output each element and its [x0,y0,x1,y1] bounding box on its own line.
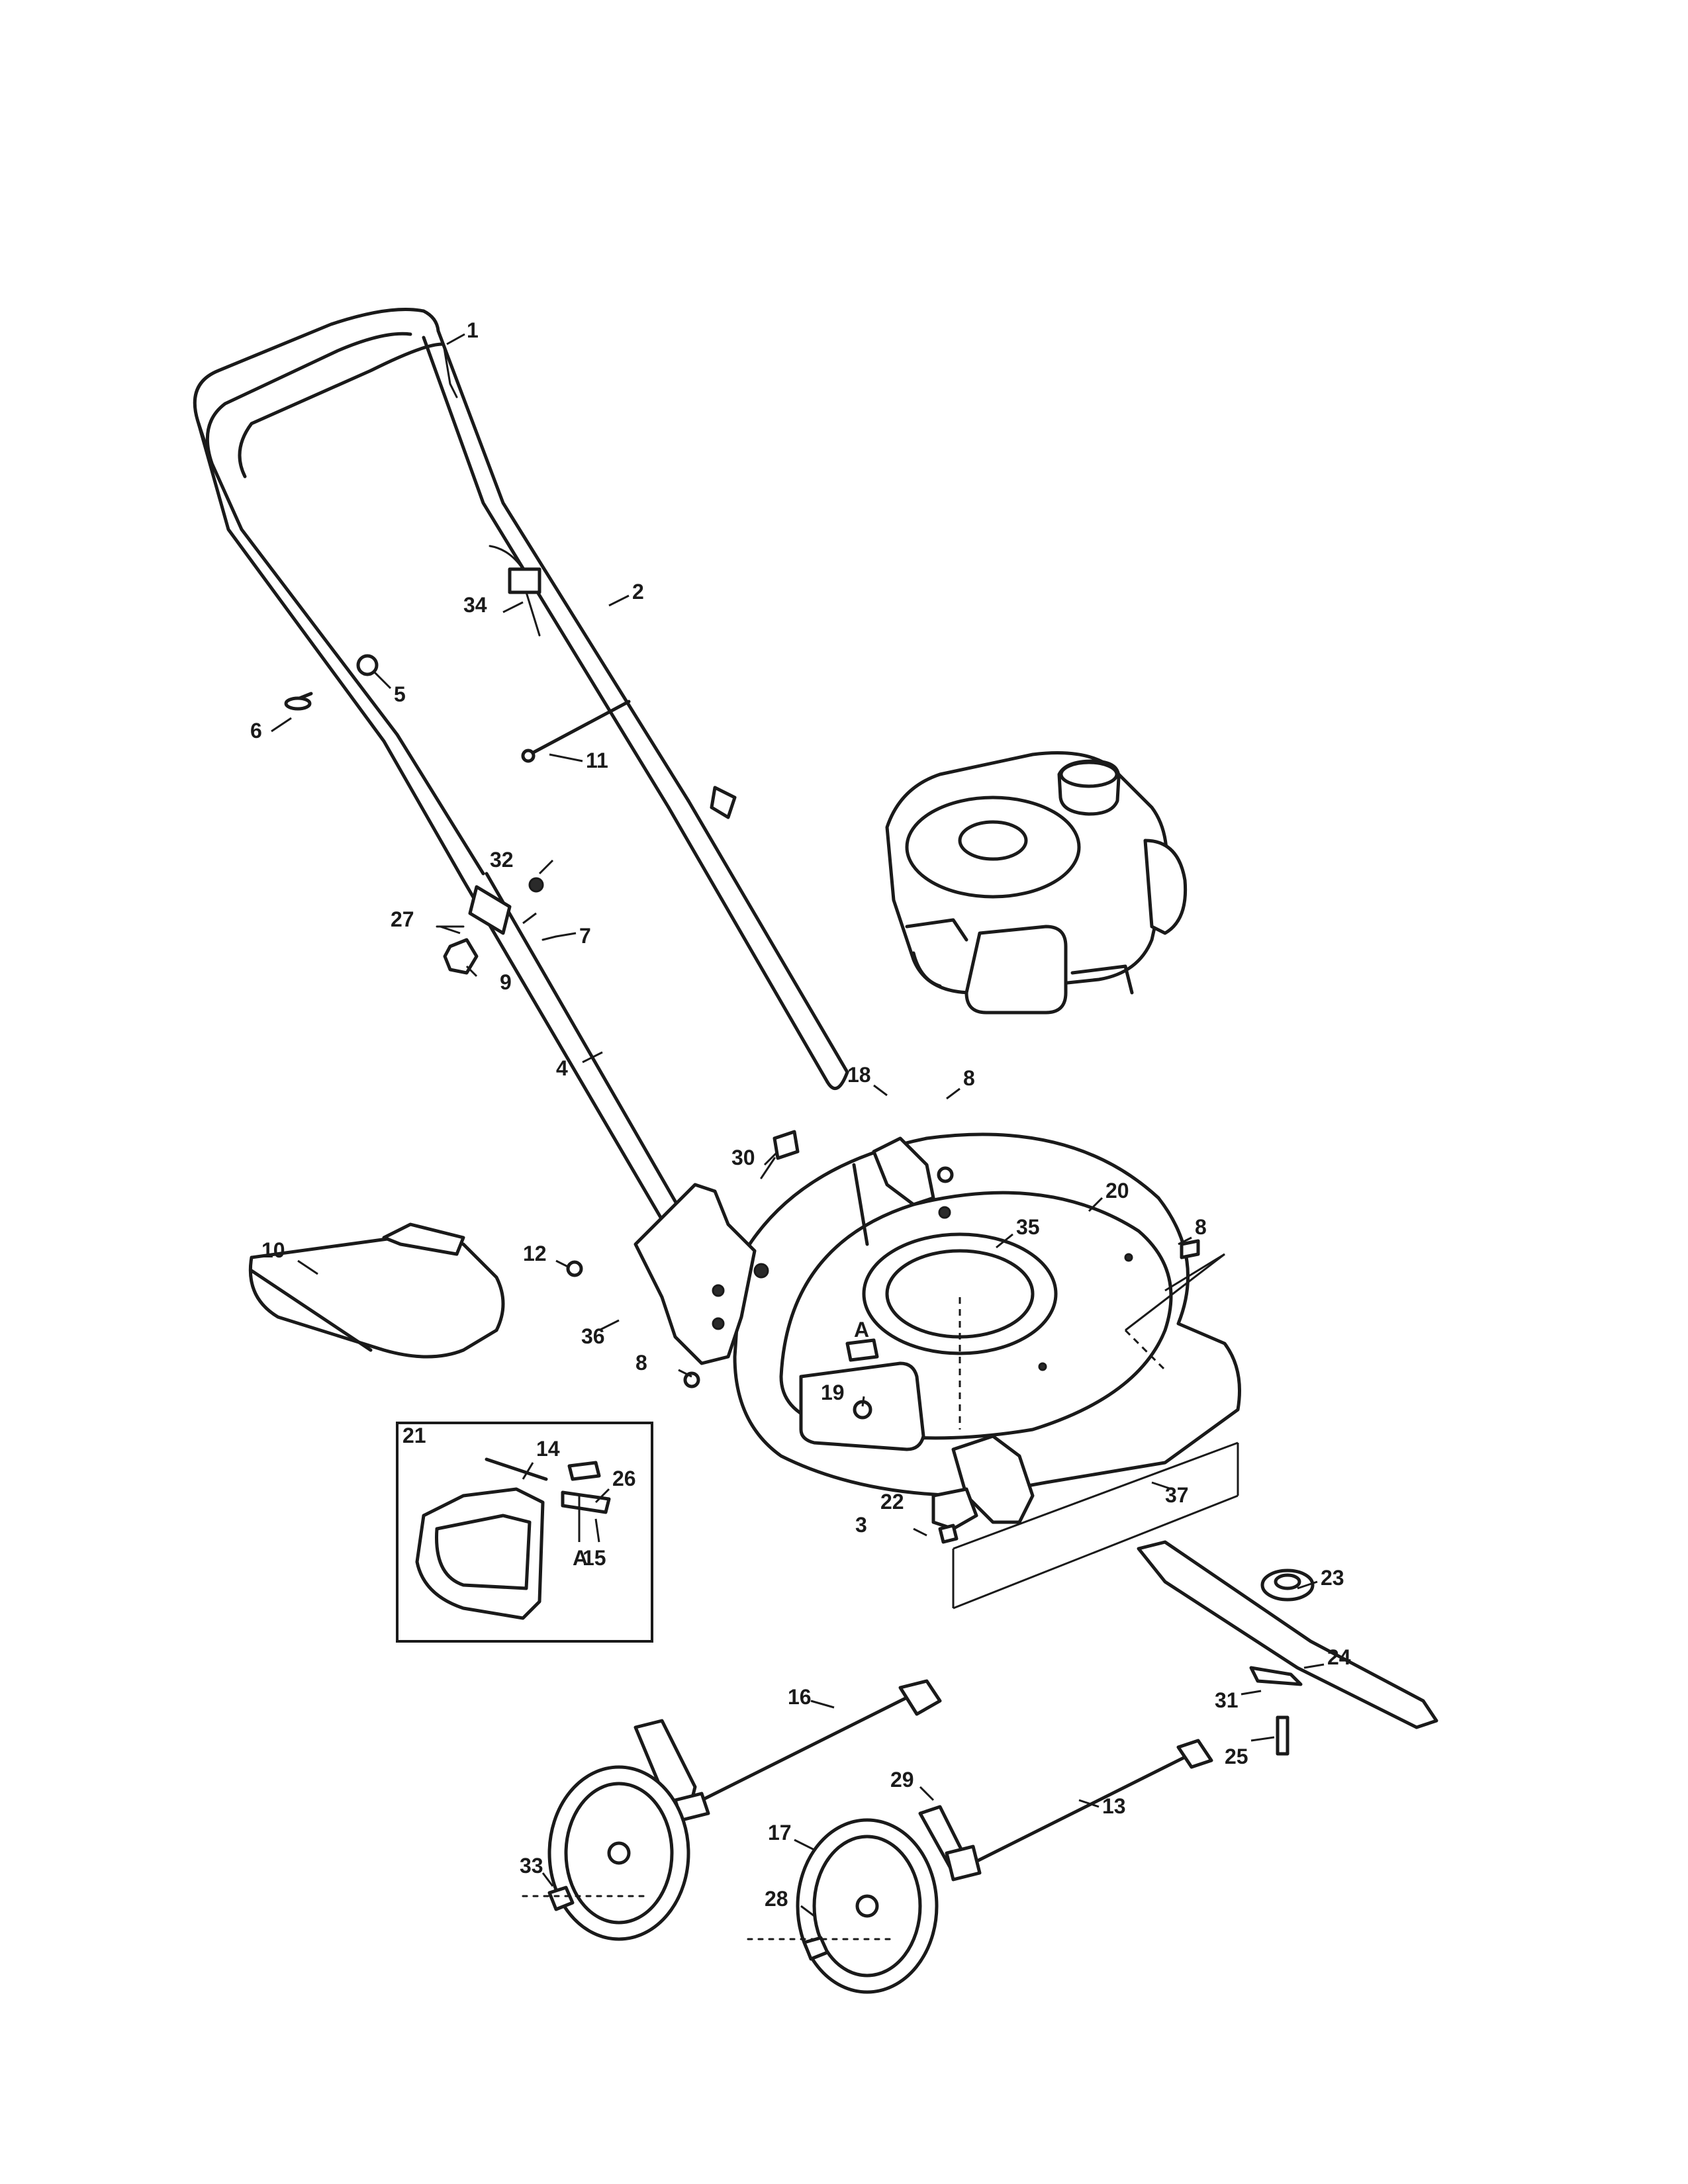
discharge-chute [248,1222,505,1359]
callout-33: 33 [520,1854,543,1878]
callout-29: 29 [890,1768,914,1792]
inset-mulch-plug [396,1422,653,1643]
callout-18: 18 [847,1063,871,1087]
callout-16: 16 [788,1685,812,1709]
callout-3: 3 [855,1513,867,1537]
callout-15: 15 [583,1546,606,1570]
callout-26: 26 [612,1467,636,1490]
blade-assembly [1137,1540,1438,1756]
callout-31: 31 [1215,1688,1239,1712]
handle-hardware [284,545,737,975]
callout-23: 23 [1321,1566,1344,1590]
leader-lines [271,333,1325,1917]
callout-8a: 8 [963,1066,975,1090]
callout-17: 17 [768,1821,792,1844]
callout-7: 7 [579,924,591,948]
callout-5: 5 [394,682,406,706]
callout-14: 14 [536,1437,560,1461]
callout-28: 28 [765,1887,788,1911]
callout-10: 10 [261,1238,285,1262]
callout-A-deck: A [854,1318,869,1342]
rear-wheel [522,1765,690,1941]
front-axle [918,1739,1213,1882]
callout-34: 34 [463,593,487,617]
callout-6: 6 [250,719,262,743]
callout-2: 2 [632,580,644,604]
mower-deck [633,1132,1241,1531]
rear-axle [633,1679,942,1822]
callout-35: 35 [1016,1215,1040,1239]
callout-4: 4 [556,1056,568,1080]
callout-22: 22 [880,1490,904,1514]
callout-24: 24 [1327,1645,1351,1669]
callout-8c: 8 [635,1351,647,1375]
upper-handle [193,308,690,882]
callout-A-inset: A [573,1546,588,1570]
callout-37: 37 [1165,1483,1189,1507]
lower-handle [461,799,849,1238]
engine [885,751,1188,1015]
front-wheel [747,1818,939,1994]
callout-19: 19 [821,1381,845,1404]
reference-lines [952,1253,1239,1610]
callout-27: 27 [391,907,414,931]
callout-12: 12 [523,1242,547,1265]
callout-32: 32 [490,848,514,872]
callout-9: 9 [500,970,512,994]
callout-8b: 8 [1195,1215,1207,1239]
callout-13: 13 [1102,1794,1126,1818]
callout-labels: 1 2 3 4 5 6 7 8 8 8 9 10 11 12 13 14 15 … [250,318,1351,1911]
callout-36: 36 [581,1324,605,1348]
callout-25: 25 [1225,1745,1248,1768]
callout-21: 21 [402,1424,426,1447]
callout-30: 30 [731,1146,755,1169]
callout-11: 11 [586,749,608,772]
callout-1: 1 [467,318,479,342]
callout-20: 20 [1105,1179,1129,1203]
